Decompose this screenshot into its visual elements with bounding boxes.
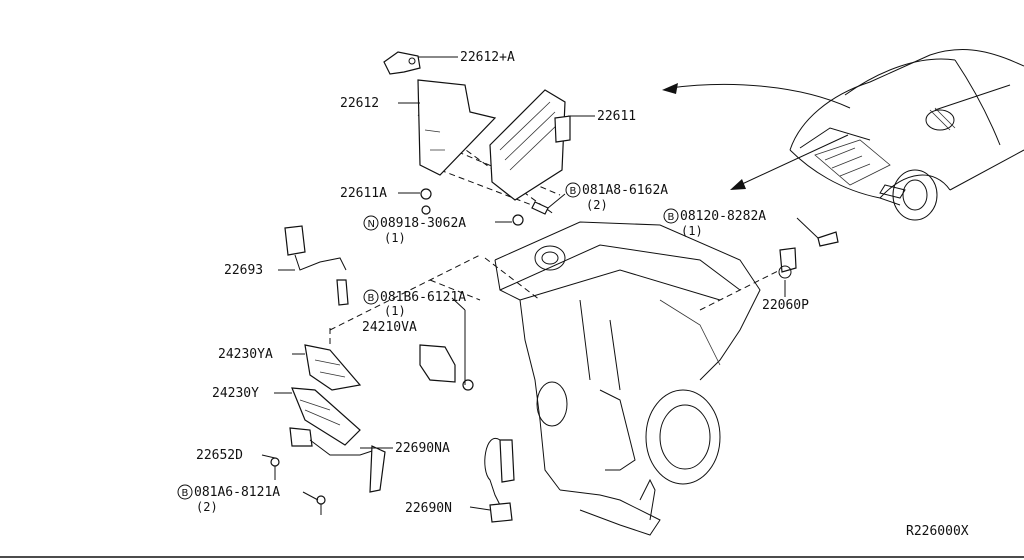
label-24230YA: 24230YA bbox=[218, 347, 273, 362]
qty-08120: (1) bbox=[681, 224, 703, 238]
bolt-symbol-081B6 bbox=[363, 289, 379, 305]
label-leaders bbox=[261, 56, 819, 511]
sensor-22690N bbox=[484, 437, 515, 523]
bracket-24230YA bbox=[304, 344, 362, 391]
diagram-id: R226000X bbox=[906, 524, 969, 539]
nut-symbol-08918 bbox=[363, 215, 379, 231]
ecm-bracket bbox=[383, 51, 497, 176]
bolt-letter-08120: B bbox=[668, 212, 675, 223]
bolt-letter-081B6: B bbox=[368, 293, 375, 304]
label-08120-8282A: 08120-8282A bbox=[680, 209, 766, 224]
callout-labels: 22612+A 22612 22611 22611A B 081A8-6162A… bbox=[177, 50, 969, 539]
bolt-letter-081A8: B bbox=[570, 186, 577, 197]
label-081A8-6162A: 081A8-6162A bbox=[582, 183, 668, 198]
label-081A6-8121A: 081A6-8121A bbox=[194, 485, 280, 500]
label-22690NA: 22690NA bbox=[395, 441, 450, 456]
qty-081A8: (2) bbox=[586, 198, 608, 212]
sensor-22693 bbox=[284, 225, 349, 306]
sensor-22690NA bbox=[289, 427, 386, 493]
label-22693: 22693 bbox=[224, 263, 263, 278]
label-22690N: 22690N bbox=[405, 501, 452, 516]
bracket-24210VA bbox=[419, 310, 466, 385]
bolt-symbol-081A6 bbox=[177, 484, 193, 500]
qty-081B6: (1) bbox=[384, 304, 406, 318]
vehicle-illustration bbox=[789, 49, 1024, 221]
ecm-module bbox=[489, 89, 571, 201]
engine-block bbox=[494, 221, 761, 536]
label-22652D: 22652D bbox=[196, 448, 243, 463]
qty-081A6: (2) bbox=[196, 500, 218, 514]
qty-08918: (1) bbox=[384, 231, 406, 245]
label-22611: 22611 bbox=[597, 109, 636, 124]
nut-letter-08918: N bbox=[368, 219, 375, 230]
bracket-24230Y bbox=[291, 387, 361, 446]
label-08918-3062A: 08918-3062A bbox=[380, 216, 466, 231]
label-081B6-6121A: 081B6-6121A bbox=[380, 290, 466, 305]
label-22612: 22612 bbox=[340, 96, 379, 111]
label-22611A: 22611A bbox=[340, 186, 387, 201]
label-24210VA: 24210VA bbox=[362, 320, 417, 335]
label-22060P: 22060P bbox=[762, 298, 809, 313]
bolt-letter-081A6: B bbox=[182, 488, 189, 499]
bolt-symbol-08120 bbox=[663, 208, 679, 224]
label-24230Y: 24230Y bbox=[212, 386, 259, 401]
fasteners bbox=[270, 188, 839, 515]
bolt-symbol-081A8 bbox=[565, 182, 581, 198]
pointer-arrows bbox=[662, 83, 851, 190]
label-22612A: 22612+A bbox=[460, 50, 515, 65]
